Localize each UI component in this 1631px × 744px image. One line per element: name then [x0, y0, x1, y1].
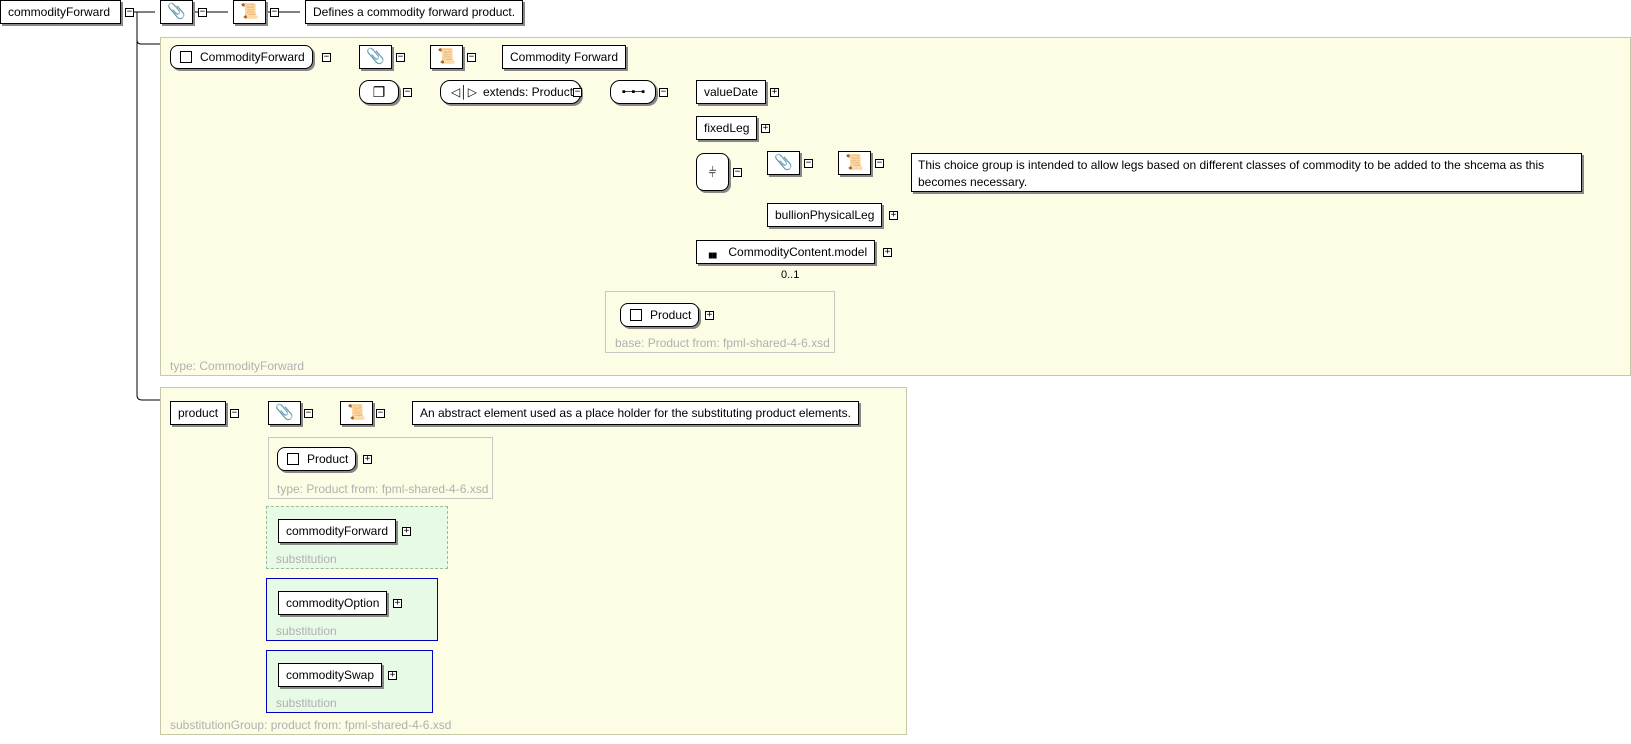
extension-node[interactable]: ◁│▷ extends: Product — [440, 80, 582, 104]
collapse-toggle[interactable]: − — [270, 7, 279, 17]
complex-type-icon — [180, 51, 192, 63]
substitution-commodityforward[interactable]: commodityForward — [278, 519, 397, 543]
choice-node[interactable]: ⫩ — [696, 153, 729, 191]
group-occurrence: 0..1 — [781, 269, 800, 281]
choice-documentation: This choice group is intended to allow l… — [911, 153, 1582, 192]
collapse-toggle[interactable]: − — [659, 87, 668, 97]
expand-toggle[interactable]: + — [889, 210, 898, 220]
collapse-toggle[interactable]: − — [198, 7, 207, 17]
product-type-label: Product — [307, 452, 349, 466]
complex-type-icon — [287, 453, 299, 465]
documentation-icon[interactable]: 📜 — [430, 45, 463, 69]
collapse-toggle[interactable]: − — [573, 87, 582, 97]
complex-type-label: CommodityForward — [200, 50, 305, 64]
expand-toggle[interactable]: + — [363, 454, 372, 464]
root-element-node[interactable]: commodityForward — [0, 0, 121, 24]
collapse-toggle[interactable]: − — [125, 7, 134, 17]
base-product-label: Product — [650, 308, 692, 322]
expand-toggle[interactable]: + — [770, 87, 779, 97]
collapse-toggle[interactable]: − — [804, 158, 813, 168]
product-element-node[interactable]: product — [170, 401, 227, 425]
type-region-caption: type: CommodityForward — [170, 359, 305, 373]
root-documentation: Defines a commodity forward product. — [305, 0, 524, 24]
collapse-toggle[interactable]: − — [304, 408, 313, 418]
annotation-icon[interactable]: 📎 — [767, 151, 800, 175]
base-product-box: base: Product from: fpml-shared-4-6.xsd — [605, 291, 835, 353]
expand-toggle[interactable]: + — [393, 598, 402, 608]
substitution-commodityswap[interactable]: commoditySwap — [278, 663, 383, 687]
complex-type-node[interactable]: CommodityForward — [170, 45, 313, 69]
annotation-icon[interactable]: 📎 — [359, 45, 392, 69]
expand-toggle[interactable]: + — [883, 247, 892, 257]
collapse-toggle[interactable]: − — [733, 167, 742, 177]
substitution-commodityoption[interactable]: commodityOption — [278, 591, 388, 615]
element-bullionphysicalleg[interactable]: bullionPhysicalLeg — [767, 203, 883, 227]
extension-icon: ◁│▷ — [451, 85, 477, 99]
complex-type-documentation: Commodity Forward — [502, 45, 627, 69]
expand-toggle[interactable]: + — [705, 310, 714, 320]
complex-content-node[interactable]: ❐ — [359, 80, 399, 104]
group-icon: ▗▖ — [705, 248, 721, 259]
substitution-caption: substitution — [276, 696, 337, 710]
sequence-node[interactable]: ▪─▪─▪ — [610, 80, 656, 104]
collapse-toggle[interactable]: − — [230, 408, 239, 418]
collapse-toggle[interactable]: − — [467, 52, 476, 62]
expand-toggle[interactable]: + — [761, 123, 770, 133]
complex-type-icon — [630, 309, 642, 321]
product-region-caption: substitutionGroup: product from: fpml-sh… — [170, 718, 452, 732]
substitution-caption: substitution — [276, 624, 337, 638]
collapse-toggle[interactable]: − — [396, 52, 405, 62]
collapse-toggle[interactable]: − — [875, 158, 884, 168]
expand-toggle[interactable]: + — [388, 670, 397, 680]
product-type-caption: type: Product from: fpml-shared-4-6.xsd — [277, 482, 489, 496]
group-label: CommodityContent.model — [728, 245, 868, 259]
extension-label: extends: Product — [482, 85, 574, 99]
element-valuedate[interactable]: valueDate — [696, 80, 767, 104]
group-commoditycontent-model[interactable]: ▗▖ CommodityContent.model — [696, 240, 876, 264]
documentation-icon[interactable]: 📜 — [233, 0, 266, 24]
collapse-toggle[interactable]: − — [322, 52, 331, 62]
base-caption: base: Product from: fpml-shared-4-6.xsd — [615, 336, 830, 350]
element-fixedleg[interactable]: fixedLeg — [696, 116, 758, 140]
product-type-box: type: Product from: fpml-shared-4-6.xsd — [268, 437, 493, 499]
substitution-caption: substitution — [276, 552, 337, 566]
documentation-icon[interactable]: 📜 — [340, 401, 373, 425]
documentation-icon[interactable]: 📜 — [838, 151, 871, 175]
collapse-toggle[interactable]: − — [403, 87, 412, 97]
product-type-node[interactable]: Product — [277, 447, 357, 471]
annotation-icon[interactable]: 📎 — [268, 401, 301, 425]
base-product-node[interactable]: Product — [620, 303, 700, 327]
product-documentation: An abstract element used as a place hold… — [412, 401, 859, 425]
annotation-icon[interactable]: 📎 — [160, 0, 193, 24]
collapse-toggle[interactable]: − — [376, 408, 385, 418]
expand-toggle[interactable]: + — [402, 526, 411, 536]
